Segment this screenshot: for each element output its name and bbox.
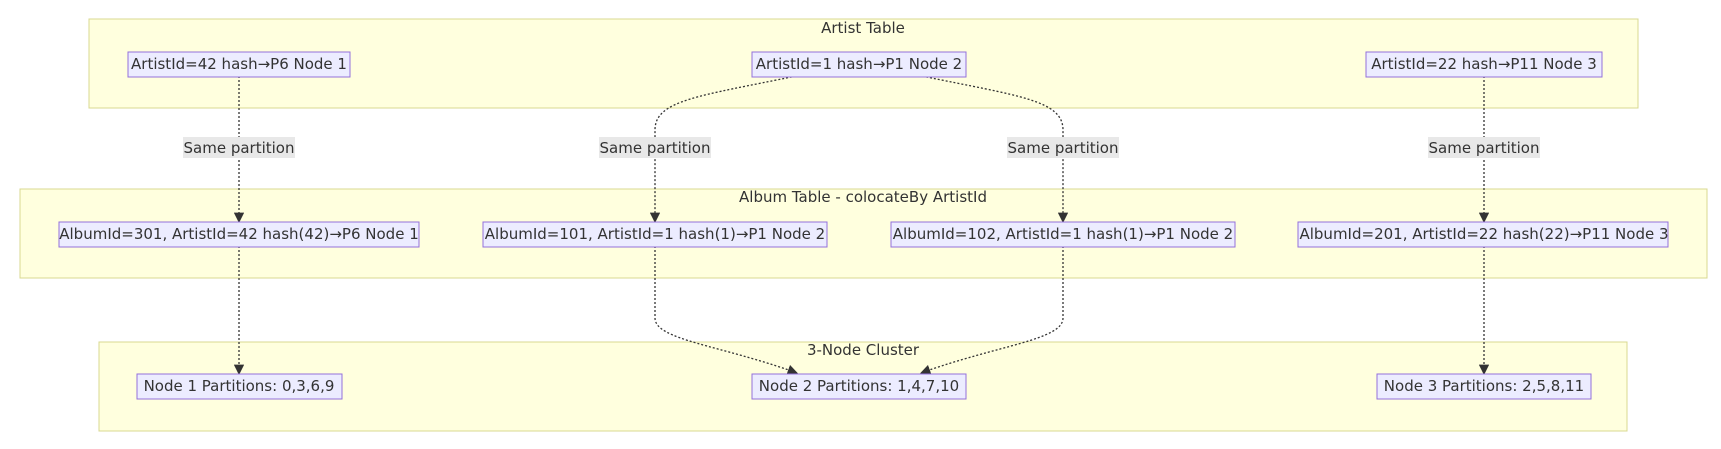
svg-text:Same partition: Same partition <box>600 139 711 157</box>
cluster-title-album: Album Table - colocateBy ArtistId <box>739 188 987 206</box>
svg-text:AlbumId=301, ArtistId=42 hash(: AlbumId=301, ArtistId=42 hash(42)→P6 Nod… <box>59 225 419 243</box>
edge-label-a1-al101: Same partition <box>599 137 711 158</box>
svg-text:ArtistId=42 hash→P6 Node 1: ArtistId=42 hash→P6 Node 1 <box>131 55 347 73</box>
edge-label-a1-al102: Same partition <box>1007 137 1119 158</box>
node-cluster-3[interactable]: Node 3 Partitions: 2,5,8,11 <box>1376 373 1592 400</box>
edge-a1-al101 <box>649 75 797 224</box>
node-artist-1[interactable]: ArtistId=1 hash→P1 Node 2 <box>751 51 967 78</box>
edge-labels: Same partition Same partition Same parti… <box>183 137 1540 158</box>
svg-text:Node 2 Partitions: 1,4,7,10: Node 2 Partitions: 1,4,7,10 <box>759 377 959 395</box>
svg-text:AlbumId=101, ArtistId=1 hash(1: AlbumId=101, ArtistId=1 hash(1)→P1 Node … <box>485 225 825 243</box>
node-artist-22[interactable]: ArtistId=22 hash→P11 Node 3 <box>1365 51 1603 78</box>
node-album-101[interactable]: AlbumId=101, ArtistId=1 hash(1)→P1 Node … <box>482 221 828 248</box>
node-album-102[interactable]: AlbumId=102, ArtistId=1 hash(1)→P1 Node … <box>890 221 1236 248</box>
edge-label-a22-al201: Same partition <box>1428 137 1540 158</box>
svg-text:Same partition: Same partition <box>184 139 295 157</box>
svg-text:ArtistId=1 hash→P1 Node 2: ArtistId=1 hash→P1 Node 2 <box>756 55 962 73</box>
node-artist-42[interactable]: ArtistId=42 hash→P6 Node 1 <box>127 51 351 78</box>
node-album-301[interactable]: AlbumId=301, ArtistId=42 hash(42)→P6 Nod… <box>58 221 420 248</box>
cluster-title-artist: Artist Table <box>821 19 905 37</box>
edges <box>233 75 1490 376</box>
node-cluster-1[interactable]: Node 1 Partitions: 0,3,6,9 <box>136 373 343 400</box>
svg-text:Node 3 Partitions: 2,5,8,11: Node 3 Partitions: 2,5,8,11 <box>1384 377 1584 395</box>
svg-text:Same partition: Same partition <box>1429 139 1540 157</box>
svg-text:ArtistId=22 hash→P11 Node 3: ArtistId=22 hash→P11 Node 3 <box>1371 55 1597 73</box>
svg-text:AlbumId=201, ArtistId=22 hash(: AlbumId=201, ArtistId=22 hash(22)→P11 No… <box>1299 225 1668 243</box>
edge-label-a42-al301: Same partition <box>183 137 295 158</box>
svg-text:AlbumId=102, ArtistId=1 hash(1: AlbumId=102, ArtistId=1 hash(1)→P1 Node … <box>893 225 1233 243</box>
node-cluster-2[interactable]: Node 2 Partitions: 1,4,7,10 <box>751 373 967 400</box>
cluster-title-nodes: 3-Node Cluster <box>807 341 920 359</box>
svg-text:Node 1 Partitions: 0,3,6,9: Node 1 Partitions: 0,3,6,9 <box>144 377 335 395</box>
edge-al102-n2 <box>920 246 1064 375</box>
svg-text:Same partition: Same partition <box>1008 139 1119 157</box>
edge-al101-n2 <box>654 246 798 375</box>
node-album-201[interactable]: AlbumId=201, ArtistId=22 hash(22)→P11 No… <box>1297 221 1669 248</box>
edge-a1-al102 <box>921 75 1069 224</box>
